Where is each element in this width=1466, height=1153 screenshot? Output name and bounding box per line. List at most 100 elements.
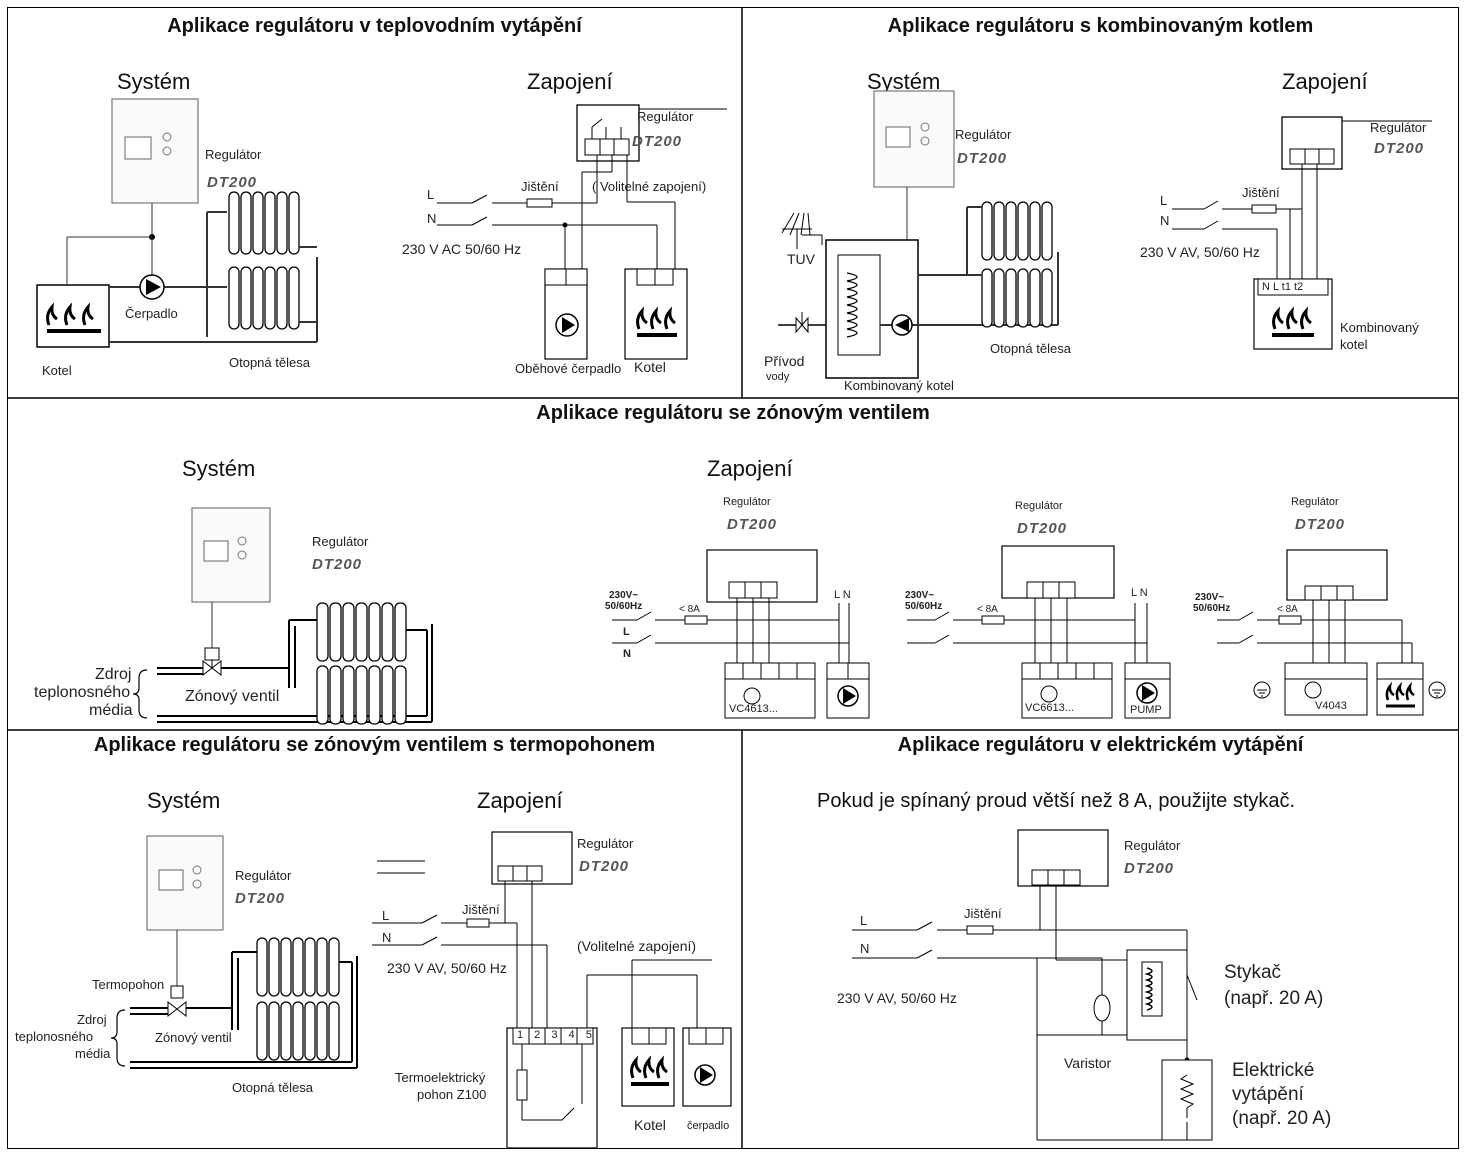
brand-mark: DT200 [235, 890, 286, 907]
label-frequency: 50/60Hz [605, 601, 643, 612]
section-title: Aplikace regulátoru se zónovým ventilem … [93, 734, 656, 756]
label-regulator: Regulátor [1015, 500, 1063, 512]
label-source: média [89, 702, 133, 719]
label-radiators: Otopná tělesa [990, 341, 1071, 356]
label-l: L [860, 913, 868, 928]
label-electric-heating: vytápění [1232, 1084, 1304, 1105]
label-contactor: (např. 20 A) [1224, 988, 1324, 1009]
label-fuse: Jištění [964, 906, 1002, 921]
label-contactor: Stykač [1224, 962, 1282, 983]
label-n: N [1160, 213, 1170, 228]
brand-mark: DT200 [207, 174, 258, 191]
label-optional: ( Volitelné zapojení) [592, 179, 707, 194]
wiring-heading: Zapojení [707, 456, 793, 481]
label-regulator: Regulátor [235, 868, 292, 883]
label-voltage: 230V~ [1195, 592, 1225, 603]
label-regulator: Regulátor [1291, 496, 1339, 508]
label-ln: L N [1131, 587, 1148, 599]
brand-mark: DT200 [1295, 516, 1346, 533]
label-radiators: Otopná tělesa [229, 355, 310, 370]
wiring-heading: Zapojení [1282, 69, 1368, 94]
section-hot-water-heating: Aplikace regulátoru v teplovodním vytápě… [7, 7, 742, 398]
label-pump: čerpadlo [687, 1120, 730, 1132]
section-title: Aplikace regulátoru se zónovým ventilem [536, 402, 930, 424]
label-circ-pump: Oběhové čerpadlo [515, 361, 622, 376]
label-regulator: Regulátor [312, 534, 369, 549]
brand-mark: DT200 [1374, 140, 1425, 157]
label-optional: (Volitelné zapojení) [577, 938, 697, 954]
label-voltage: 230 V AV, 50/60 Hz [387, 960, 507, 976]
label-combi: kotel [1340, 337, 1368, 352]
label-electric-heating: Elektrické [1232, 1060, 1315, 1081]
label-regulator: Regulátor [955, 127, 1012, 142]
label-source: Zdroj [77, 1012, 107, 1027]
label-n: N [623, 648, 631, 660]
label-fuse: Jištění [462, 902, 500, 917]
brand-mark: DT200 [1017, 520, 1068, 537]
label-boiler: Kotel [42, 363, 72, 378]
wiring-diagram [852, 829, 1213, 1141]
label-amp: < 8A [1277, 604, 1298, 615]
label-regulator: Regulátor [205, 147, 262, 162]
label-combi-boiler: Kombinovaný kotel [844, 378, 954, 393]
label-voltage: 230 V AV, 50/60 Hz [1140, 244, 1260, 260]
label-l: L [427, 187, 435, 202]
section-title: Aplikace regulátoru v elektrickém vytápě… [897, 734, 1304, 756]
label-l: L [623, 626, 630, 638]
label-n: N [860, 941, 870, 956]
brand-mark: DT200 [957, 150, 1008, 167]
label-varistor: Varistor [1064, 1055, 1112, 1071]
label-water: vody [766, 371, 790, 383]
label-regulator: Regulátor [1124, 838, 1181, 853]
wiring-heading: Zapojení [477, 788, 563, 813]
system-heading: Systém [867, 69, 941, 94]
label-amp: < 8A [679, 604, 700, 615]
brand-mark: DT200 [579, 858, 630, 875]
brand-mark: DT200 [632, 133, 683, 150]
brand-mark: DT200 [1124, 860, 1175, 877]
section-title: Aplikace regulátoru s kombinovaným kotle… [887, 15, 1314, 37]
label-regulator: Regulátor [637, 109, 694, 124]
label-water-inlet: Přívod [764, 353, 805, 369]
brand-mark: DT200 [312, 556, 363, 573]
label-voltage: 230 V AV, 50/60 Hz [837, 990, 957, 1006]
label-boiler: Kotel [634, 359, 666, 375]
section-electric-heating: Aplikace regulátoru v elektrickém vytápě… [742, 730, 1459, 1149]
system-heading: Systém [147, 788, 221, 813]
label-amp: < 8A [977, 604, 998, 615]
label-l: L [1160, 193, 1168, 208]
label-valve-model: V4043 [1315, 700, 1347, 712]
label-l: L [382, 908, 390, 923]
label-voltage: 230V~ [609, 590, 639, 601]
label-n: N [427, 211, 437, 226]
label-fuse: Jištění [1242, 185, 1280, 200]
label-voltage: 230V~ [905, 590, 935, 601]
label-thermo-actuator: Termoelektrický [395, 1070, 486, 1085]
label-source: teplonosného [34, 684, 131, 701]
label-regulator: Regulátor [1370, 120, 1427, 135]
label-voltage: 230 V AC 50/60 Hz [402, 241, 522, 257]
label-radiators: Otopná tělesa [232, 1080, 313, 1095]
label-frequency: 50/60Hz [905, 601, 943, 612]
table-frame [7, 7, 1459, 1149]
label-source: teplonosného [15, 1029, 94, 1044]
brand-mark: DT200 [727, 516, 778, 533]
section-zone-valve-actuator: Aplikace regulátoru se zónovým ventilem … [7, 730, 742, 1149]
label-ln: L N [834, 589, 851, 601]
system-diagram [132, 507, 1446, 725]
label-dhw: TUV [787, 251, 815, 267]
label-thermo-actuator: pohon Z100 [417, 1087, 487, 1102]
label-boiler: Kotel [634, 1117, 666, 1133]
label-pump: PUMP [1130, 704, 1162, 716]
label-zone-valve: Zónový ventil [155, 1030, 232, 1045]
label-regulator: Regulátor [577, 836, 634, 851]
label-valve-model: VC6613... [1025, 702, 1074, 714]
note-contactor: Pokud je spínaný proud větší než 8 A, po… [817, 790, 1296, 812]
label-valve-model: VC4613... [729, 703, 778, 715]
wiring-heading: Zapojení [527, 69, 613, 94]
system-diagram [36, 98, 727, 360]
label-frequency: 50/60Hz [1193, 603, 1231, 614]
label-n: N [382, 930, 392, 945]
label-source: Zdroj [95, 666, 132, 683]
